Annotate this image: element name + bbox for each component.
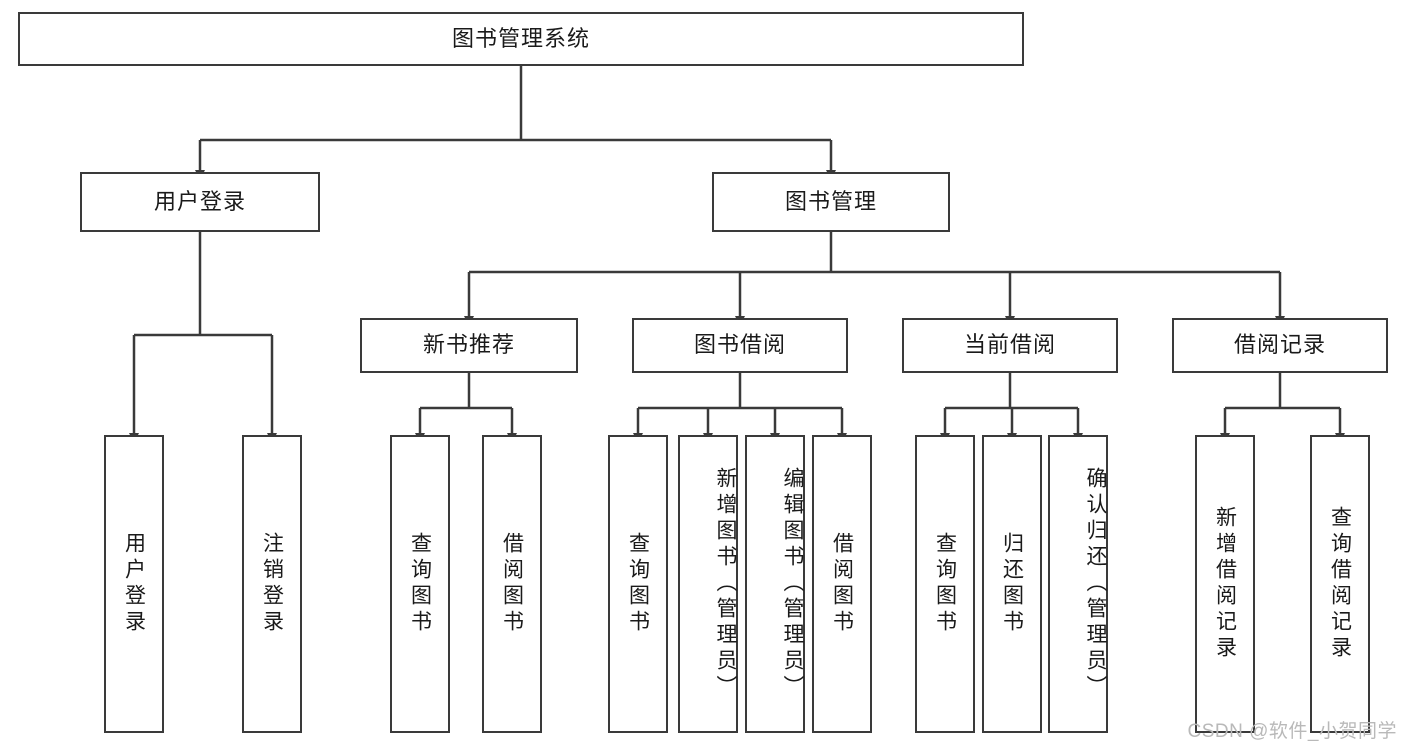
node-label: 借阅图书 <box>830 532 854 636</box>
node-label: 用户登录 <box>153 188 246 214</box>
node-l-cur3[interactable]: 确认归还（管理员） <box>1048 435 1108 733</box>
node-l-rec1[interactable]: 新增借阅记录 <box>1195 435 1255 733</box>
node-l-bor2[interactable]: 新增图书（管理员） <box>678 435 738 733</box>
node-label: 借阅记录 <box>1233 332 1326 358</box>
node-l-cur1[interactable]: 查询图书 <box>915 435 975 733</box>
node-bookmgmt[interactable]: 图书管理 <box>712 172 950 232</box>
node-label: 归还图书 <box>1000 532 1024 636</box>
node-label: 当前借阅 <box>963 332 1056 358</box>
node-l-rec2[interactable]: 查询借阅记录 <box>1310 435 1370 733</box>
node-label: 新书推荐 <box>422 332 515 358</box>
node-label: 新增图书（管理员） <box>714 467 737 701</box>
node-l-new1[interactable]: 查询图书 <box>390 435 450 733</box>
node-l-new2[interactable]: 借阅图书 <box>482 435 542 733</box>
node-borrow[interactable]: 图书借阅 <box>632 318 848 373</box>
watermark: CSDN @软件_小贺同学 <box>1187 721 1397 742</box>
node-root[interactable]: 图书管理系统 <box>18 12 1024 66</box>
node-l-bor1[interactable]: 查询图书 <box>608 435 668 733</box>
node-l-login2[interactable]: 注销登录 <box>242 435 302 733</box>
node-records[interactable]: 借阅记录 <box>1172 318 1388 373</box>
node-l-bor4[interactable]: 借阅图书 <box>812 435 872 733</box>
node-label: 查询图书 <box>408 532 432 636</box>
node-label: 查询借阅记录 <box>1328 506 1352 662</box>
node-label: 注销登录 <box>260 532 284 636</box>
node-current[interactable]: 当前借阅 <box>902 318 1118 373</box>
node-newbook[interactable]: 新书推荐 <box>360 318 578 373</box>
node-label: 借阅图书 <box>500 532 524 636</box>
node-l-bor3[interactable]: 编辑图书（管理员） <box>745 435 805 733</box>
node-login[interactable]: 用户登录 <box>80 172 320 232</box>
node-label: 图书管理 <box>784 188 877 214</box>
node-l-cur2[interactable]: 归还图书 <box>982 435 1042 733</box>
node-label: 编辑图书（管理员） <box>781 467 804 701</box>
node-l-login1[interactable]: 用户登录 <box>104 435 164 733</box>
node-label: 用户登录 <box>122 532 146 636</box>
node-label: 确认归还（管理员） <box>1084 467 1107 701</box>
node-label: 新增借阅记录 <box>1213 506 1237 662</box>
node-label: 图书管理系统 <box>451 25 590 51</box>
node-label: 查询图书 <box>626 532 650 636</box>
node-label: 查询图书 <box>933 532 957 636</box>
edges <box>129 66 1345 443</box>
node-label: 图书借阅 <box>693 332 786 358</box>
